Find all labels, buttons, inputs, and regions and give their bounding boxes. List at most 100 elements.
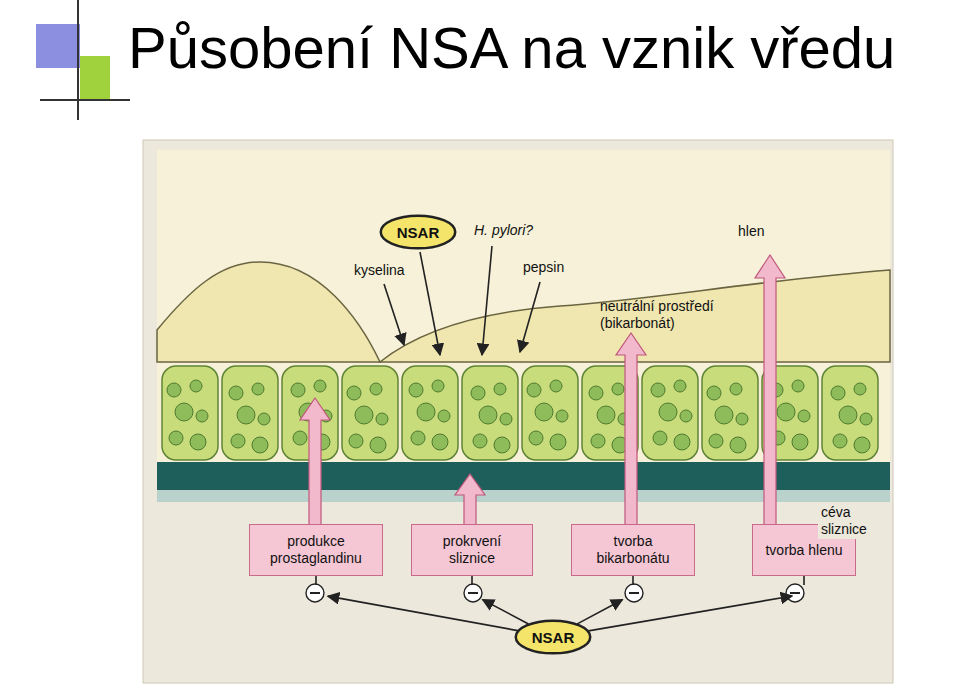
epithelial-cell (822, 366, 878, 460)
cell-nucleus (471, 386, 485, 400)
cell-nucleus (556, 410, 568, 422)
cell-nucleus (831, 386, 845, 400)
node-text: prokrvení sliznice (420, 533, 524, 567)
arrow-head (328, 596, 518, 630)
protection-arrow (300, 398, 330, 525)
cell-nucleus (479, 406, 497, 424)
cell-nucleus (612, 383, 624, 395)
deco-square (80, 56, 110, 100)
drug-oval: NSAR (380, 215, 456, 249)
attack-arrow (420, 252, 440, 355)
diagram-label: hlen (738, 223, 764, 240)
cell-nucleus (231, 434, 245, 448)
inhibition-symbol (786, 584, 804, 602)
cell-nucleus (494, 383, 506, 395)
cell-nucleus (252, 437, 268, 453)
node-text: NSAR (532, 629, 575, 646)
arrow-head (483, 600, 529, 624)
diagram-label: neutrální prostředí (bikarbonát) (600, 298, 750, 332)
inhibition-symbol (790, 592, 800, 594)
epithelial-cell (642, 366, 698, 460)
epithelial-cell (342, 366, 398, 460)
diagram-label: pepsin (523, 259, 564, 276)
cell-nucleus (550, 380, 562, 392)
protection-box: prokrvení sliznice (411, 524, 533, 576)
inhibition-symbol (306, 584, 324, 602)
drug-oval: NSAR (515, 620, 591, 654)
cell-nucleus (291, 383, 305, 397)
cell-nucleus (190, 434, 206, 450)
cell-nucleus (777, 403, 795, 421)
cell-nucleus (169, 431, 183, 445)
epithelial-cell (522, 366, 578, 460)
inhibition-symbol (464, 584, 482, 602)
diagram-label: kyselina (354, 262, 405, 279)
cell-nucleus (591, 434, 605, 448)
slide-title: Působení NSA na vznik vředu (128, 14, 895, 81)
inhibition-arrow (577, 576, 633, 624)
protection-arrow (616, 333, 646, 525)
inhibition-arrow (316, 576, 518, 631)
cell-nucleus (736, 413, 748, 425)
cell-nucleus (792, 380, 804, 392)
cell-nucleus (376, 413, 388, 425)
cell-nucleus (196, 410, 208, 422)
cell-nucleus (674, 380, 686, 392)
cell-nucleus (550, 434, 566, 450)
cell-nucleus (659, 403, 677, 421)
protection-box: produkce prostaglandinu (249, 524, 383, 576)
cell-nucleus (473, 434, 487, 448)
cell-nucleus (167, 383, 181, 397)
scan-ground (143, 140, 893, 683)
cell-nucleus (349, 434, 363, 448)
mucosal-vessel (157, 462, 890, 490)
cell-nucleus (258, 413, 270, 425)
arrow-head (577, 600, 622, 624)
inhibition-arrow (589, 576, 805, 631)
attack-arrow (384, 284, 404, 345)
deco-line (40, 99, 130, 101)
cell-nucleus (529, 431, 543, 445)
epithelial-cell (462, 366, 518, 460)
protection-arrow (755, 255, 785, 525)
inhibition-symbol (310, 592, 320, 594)
cell-nucleus (792, 434, 808, 450)
deco-square (36, 24, 80, 68)
cell-nucleus (854, 437, 870, 453)
cell-nucleus (707, 386, 721, 400)
cell-nucleus (854, 383, 866, 395)
cell-nucleus (730, 383, 742, 395)
cell-nucleus (347, 386, 361, 400)
node-text: NSAR (397, 224, 440, 241)
inhibition-symbol (468, 592, 478, 594)
cell-nucleus (438, 410, 450, 422)
cell-nucleus (680, 410, 692, 422)
cell-nucleus (653, 431, 667, 445)
attack-arrow (520, 282, 540, 352)
node-text: tvorba bikarbonátu (580, 533, 686, 567)
inhibition-symbol (629, 592, 639, 594)
cell-nucleus (314, 380, 326, 392)
inhibition-symbol (625, 584, 643, 602)
attack-arrow (482, 246, 492, 355)
cell-nucleus (839, 406, 857, 424)
cell-nucleus (370, 437, 386, 453)
mucosal-vessel (157, 490, 890, 502)
cell-nucleus (432, 434, 448, 450)
epithelial-cell (402, 366, 458, 460)
cell-nucleus (411, 431, 425, 445)
cell-nucleus (237, 406, 255, 424)
cell-nucleus (175, 403, 193, 421)
cell-nucleus (833, 434, 847, 448)
epithelial-cell (222, 366, 278, 460)
cell-nucleus (409, 383, 423, 397)
cell-nucleus (500, 413, 512, 425)
node-text: produkce prostaglandinu (258, 533, 374, 567)
epithelial-cell (702, 366, 758, 460)
diagram-label: céva sliznice (818, 503, 892, 539)
cell-nucleus (535, 403, 553, 421)
protection-box: tvorba bikarbonátu (571, 524, 695, 576)
